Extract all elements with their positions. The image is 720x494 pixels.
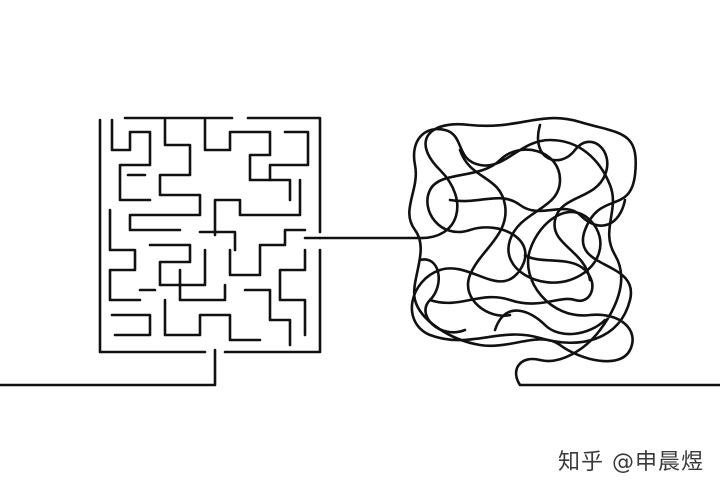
zhihu-watermark: 知乎 @申晨煜 <box>558 450 704 475</box>
maze-drawing <box>98 116 322 354</box>
baseline-left <box>0 348 217 387</box>
tangle-drawing <box>408 116 720 387</box>
